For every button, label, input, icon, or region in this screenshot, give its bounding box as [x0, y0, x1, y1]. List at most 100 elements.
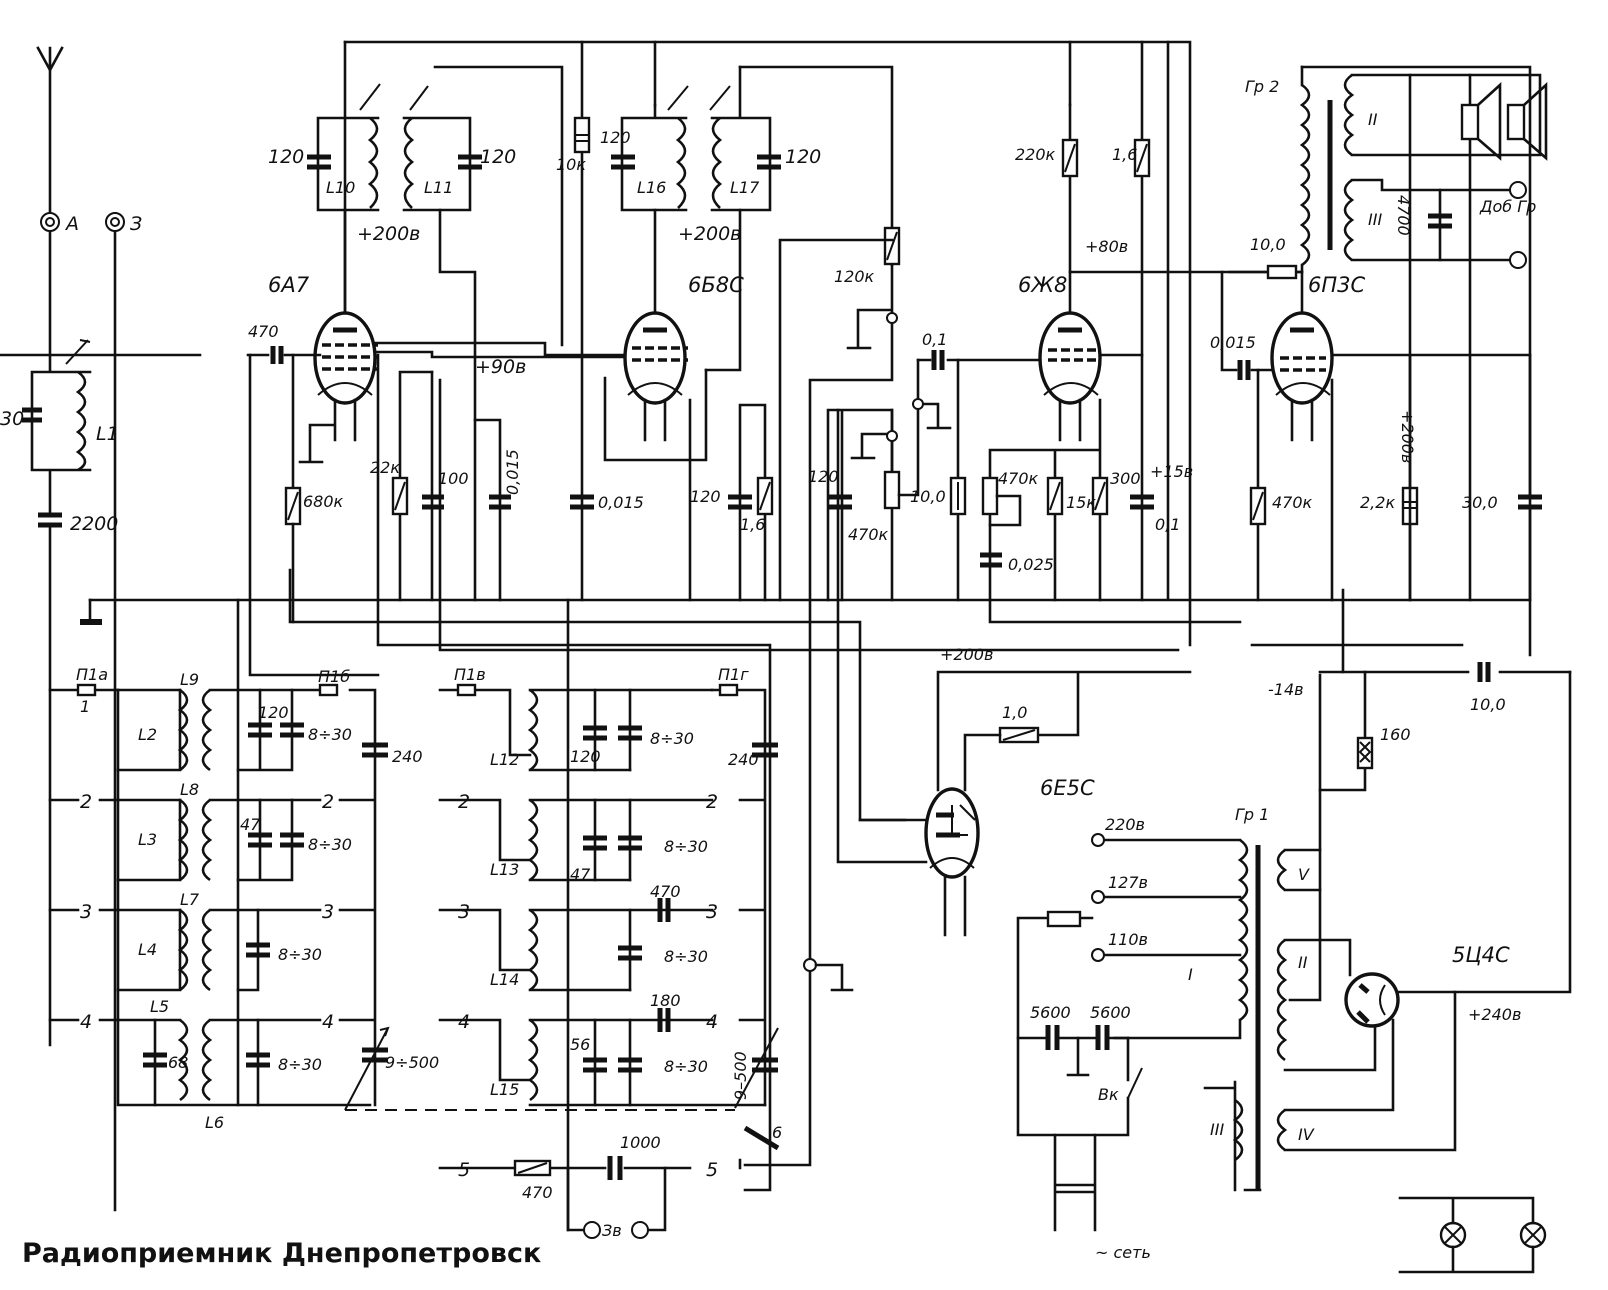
voltage-label: +15в — [1150, 462, 1193, 481]
cap-label: 0,1 — [1155, 515, 1180, 534]
switch-pos: 6 — [772, 1123, 782, 1142]
ext-speaker-terminal[interactable] — [1509, 251, 1527, 269]
tube-label: 6Б8С — [688, 273, 744, 297]
ext-speaker-terminal[interactable] — [1509, 181, 1527, 199]
switch-pos: 5 — [706, 1159, 718, 1181]
pilot-lamp-icon — [1439, 1221, 1467, 1249]
res-label: 120к — [834, 267, 875, 286]
res-label: 10,0 — [1250, 235, 1286, 254]
voltage-label: +90в — [475, 356, 526, 378]
voltage-label: +200в — [357, 223, 420, 245]
tube-6a7: 6А7 120 120 L10 L11 +200в +90в 470 680к … — [0, 83, 642, 624]
inductor-label: L16 — [637, 178, 666, 197]
res-label: 300 — [1110, 469, 1141, 488]
switch-pos: 1 — [80, 697, 90, 716]
inductor-label: L14 — [490, 970, 519, 989]
res-label: 220к — [1015, 145, 1056, 164]
res-label: 2,2к — [1360, 493, 1395, 512]
cap-label: 240 — [728, 750, 759, 769]
cap-label: 470 — [248, 322, 279, 341]
tube-6e5s: 6Е5С +200в 1,0 — [836, 408, 1192, 937]
inductor-label: L11 — [424, 178, 453, 197]
cap-label: 0,025 — [1008, 555, 1054, 574]
cap-label: 0,015 — [1210, 333, 1256, 352]
transformer-label: Гр 2 — [1245, 77, 1279, 96]
cap-label: 120 — [785, 146, 821, 168]
mains-tap-127[interactable] — [1091, 890, 1105, 904]
inductor-label: L9 — [180, 670, 199, 689]
voltage-label: +200в — [940, 645, 993, 664]
trimmer-label: 8÷30 — [664, 837, 708, 856]
pickup-label: Зв — [602, 1221, 622, 1240]
cap-label: 68 — [168, 1053, 188, 1072]
trimmer-label: 8÷30 — [308, 725, 352, 744]
pilot-lamp-icon — [1519, 1221, 1547, 1249]
res-label: 470к — [1272, 493, 1313, 512]
pickup-terminal[interactable] — [631, 1221, 649, 1239]
pickup-terminal[interactable] — [583, 1221, 601, 1239]
inductor-label: L17 — [730, 178, 760, 197]
cap-label: 5600 — [1030, 1003, 1071, 1022]
switch-pos: 4 — [706, 1011, 718, 1033]
switch-section-label: П1б — [318, 667, 350, 686]
trimmer-label: 8÷30 — [664, 1057, 708, 1076]
trimmer-label: 8÷30 — [278, 945, 322, 964]
cap-label: 30,0 — [1462, 493, 1498, 512]
volume-pot-label: 470к — [848, 525, 889, 544]
cap-label: 120 — [600, 128, 631, 147]
switch-pos: 2 — [322, 791, 334, 813]
cap-label: 120 — [808, 467, 839, 486]
mains-tap-220[interactable] — [1091, 833, 1105, 847]
tube-label: 6Е5С — [1040, 776, 1095, 800]
cap-label: 30 — [0, 408, 24, 430]
trimmer-label: 8÷30 — [650, 729, 694, 748]
tube-6p3s: 6П3С Гр 2 II III 4700 Доб Гр 10,0 0,015 … — [1210, 65, 1548, 602]
tuning-cap-label: 9–500 — [731, 1051, 750, 1100]
power-supply: 5Ц4С +240в -14в 160 10,0 Гр 1 220в 127в … — [1016, 588, 1572, 1274]
ground-label: З — [130, 213, 142, 235]
band-switch: П1а П1б 1 2 3 4 2 3 4 L2 L3 L4 L5 L6 L8 … — [48, 598, 735, 1132]
winding-label: V — [1298, 865, 1310, 884]
switch-pos: 3 — [322, 901, 334, 923]
res-label: 1,0 — [1002, 703, 1027, 722]
cap-label: 100 — [438, 469, 469, 488]
tube-label: 6А7 — [268, 273, 310, 297]
res-label: 680к — [303, 492, 344, 511]
tube-5c4s-envelope — [1344, 972, 1400, 1028]
voltage-label: +200в — [678, 223, 741, 245]
switch-pos: 4 — [322, 1011, 334, 1033]
res-label: 15к — [1066, 493, 1096, 512]
cap-label: 120 — [690, 487, 721, 506]
voltage-label: +240в — [1468, 1005, 1521, 1024]
cap-label: 120 — [480, 146, 516, 168]
ext-speaker-label: Доб Гр — [1479, 197, 1536, 216]
tube-label: 5Ц4С — [1452, 943, 1510, 967]
tone-pot-label: 470к — [998, 469, 1039, 488]
switch-pos: 2 — [458, 791, 470, 813]
cap-label: 10,0 — [910, 487, 946, 506]
res-label: 1,6 — [1112, 145, 1137, 164]
speaker-icon — [1460, 82, 1502, 161]
cap-label: 56 — [570, 1035, 590, 1054]
mains-tap-110[interactable] — [1091, 948, 1105, 962]
inductor-label: L5 — [150, 997, 169, 1016]
cap-label: 0,1 — [922, 330, 947, 349]
winding-label: III — [1210, 1120, 1224, 1139]
trimmer-label: 8÷30 — [308, 835, 352, 854]
cap-label: 1000 — [620, 1133, 661, 1152]
inductor-label: L10 — [326, 178, 355, 197]
wires — [80, 40, 1532, 1192]
diagram-title: Радиоприемник Днепропетровск — [22, 1238, 541, 1269]
switch-pos: 5 — [458, 1159, 470, 1181]
switch-pos: 3 — [706, 901, 718, 923]
res-label: 10к — [556, 155, 586, 174]
switch-pos: 3 — [80, 901, 92, 923]
winding-label: III — [1368, 210, 1382, 229]
res-label: 1,6 — [740, 515, 765, 534]
inductor-label: L4 — [138, 940, 157, 959]
cap-label: 240 — [392, 747, 423, 766]
cap-label: 120 — [570, 747, 601, 766]
switch-pos: 2 — [80, 791, 92, 813]
inductor-label: L13 — [490, 860, 519, 879]
